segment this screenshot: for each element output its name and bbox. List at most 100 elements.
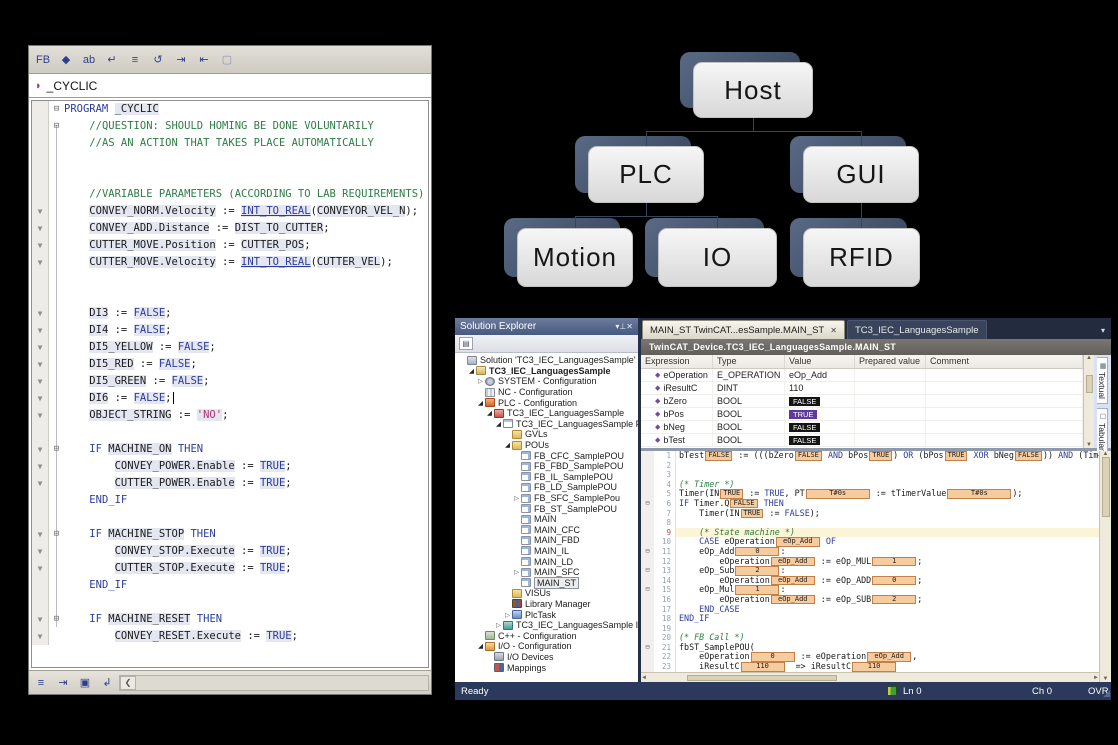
solution-explorer-titlebar[interactable]: Solution Explorer ▾⊥✕ <box>455 318 638 335</box>
scroll-up-icon[interactable]: ▲ <box>1086 355 1092 361</box>
watch-column-header[interactable]: Comment <box>926 355 1083 368</box>
view-list-icon[interactable]: ≡ <box>37 676 45 689</box>
window-position-icon[interactable]: ▾ <box>615 322 620 331</box>
tree-expander-icon[interactable]: ◢ <box>496 420 501 428</box>
code-line[interactable]: ▼ DI4 := FALSE; <box>32 322 428 339</box>
code-line[interactable]: ⊟ //QUESTION: SHOULD HOMING BE DONE VOLU… <box>32 118 428 135</box>
tree-expander-icon[interactable]: ◢ <box>505 442 510 450</box>
pin-icon[interactable]: ⊥ <box>619 322 627 331</box>
scroll-thumb[interactable] <box>686 674 837 681</box>
code-line[interactable]: ▼ DI3 := FALSE; <box>32 305 428 322</box>
tree-item-plc-configuration[interactable]: ◢PLC - Configuration <box>455 397 638 408</box>
tree-item-tc3-iec-languagessample-project[interactable]: ◢TC3_IEC_LanguagesSample Project <box>455 419 638 430</box>
tab-close-icon[interactable]: ✕ <box>830 325 837 335</box>
fold-toggle-icon[interactable]: ⊟ <box>53 121 60 131</box>
code-line[interactable] <box>32 509 428 526</box>
fold-toggle-icon[interactable]: ⊟ <box>641 546 654 557</box>
tree-item-i-o-configuration[interactable]: ◢I/O - Configuration <box>455 641 638 652</box>
view-wrap-icon[interactable]: ↲ <box>102 677 112 689</box>
code-line[interactable]: ▼ DI5_YELLOW := FALSE; <box>32 339 428 356</box>
tree-item-main-sfc[interactable]: ▷MAIN_SFC <box>455 567 638 578</box>
code-line[interactable]: END_IF <box>32 492 428 509</box>
code-line[interactable]: ▼⊟ IF MACHINE_ON THEN <box>32 441 428 458</box>
tree-item-fb-il-samplepou[interactable]: FB_IL_SamplePOU <box>455 472 638 483</box>
tree-expander-icon[interactable]: ▷ <box>478 378 483 386</box>
tree-expander-icon[interactable]: ▷ <box>496 622 501 630</box>
code-line[interactable] <box>32 288 428 305</box>
indent-right-icon[interactable]: ⇥ <box>176 54 186 66</box>
horizontal-scrollbar[interactable]: ❮ <box>119 674 429 691</box>
scroll-down-icon[interactable]: ▼ <box>1086 442 1092 448</box>
code-line[interactable]: ▼ CONVEY_POWER.Enable := TRUE; <box>32 458 428 475</box>
tree-item-tc3-iec-languagessample[interactable]: ◢TC3_IEC_LanguagesSample <box>455 408 638 419</box>
scroll-thumb[interactable] <box>1101 457 1110 517</box>
indent-left-icon[interactable]: ⇤ <box>199 54 209 66</box>
code-line[interactable]: ▼ CONVEY_ADD.Distance := DIST_TO_CUTTER; <box>32 220 428 237</box>
tree-item-c-configuration[interactable]: C++ - Configuration <box>455 630 638 641</box>
code-line[interactable]: ▼ CUTTER_POWER.Enable := TRUE; <box>32 475 428 492</box>
code-line[interactable]: ▼ CONVEY_STOP.Execute := TRUE; <box>32 543 428 560</box>
scroll-left-icon[interactable]: ❮ <box>120 675 136 690</box>
code-line[interactable]: ▼ CONVEY_RESET.Execute := TRUE; <box>32 628 428 645</box>
tree-item-gvls[interactable]: GVLs <box>455 429 638 440</box>
code-line[interactable]: ▼⊟ IF MACHINE_STOP THEN <box>32 526 428 543</box>
tree-expander-icon[interactable]: ◢ <box>469 367 474 375</box>
code-vertical-scrollbar[interactable]: ▲ ▼ <box>1099 451 1111 682</box>
scroll-right-icon[interactable]: ► <box>1093 674 1099 681</box>
tree-item-solution-tc3-iec-languagessample-1-proje[interactable]: Solution 'TC3_IEC_LanguagesSample' (1 pr… <box>455 355 638 366</box>
fb-block-icon[interactable]: FB <box>35 53 51 66</box>
tab-main-st[interactable]: MAIN_ST TwinCAT...esSample.MAIN_ST ✕ <box>642 320 845 339</box>
scroll-thumb[interactable] <box>1085 375 1093 393</box>
fold-toggle-icon[interactable]: ⊟ <box>53 614 60 624</box>
watch-column-header[interactable]: Type <box>713 355 785 368</box>
fold-toggle-icon[interactable]: ⊟ <box>53 529 60 539</box>
view-indent-icon[interactable]: ⇥ <box>58 677 68 689</box>
tree-expander-icon[interactable]: ▷ <box>505 611 510 619</box>
tree-item-library-manager[interactable]: Library Manager <box>455 599 638 610</box>
code-line[interactable]: //AS AN ACTION THAT TAKES PLACE AUTOMATI… <box>32 135 428 152</box>
tree-expander-icon[interactable]: ◢ <box>487 410 492 418</box>
watch-column-header[interactable]: Prepared value <box>855 355 926 368</box>
tree-expander-icon[interactable]: ▷ <box>514 495 519 503</box>
st-code-line[interactable]: 4(* Timer *) <box>641 479 1099 490</box>
tree-item-i-o-devices[interactable]: I/O Devices <box>455 652 638 663</box>
code-line[interactable]: ▼ CONVEY_NORM.Velocity := INT_TO_REAL(CO… <box>32 203 428 220</box>
watch-vertical-scrollbar[interactable]: ▲ ▼ <box>1083 355 1094 448</box>
tab-overflow-icon[interactable]: ▾ <box>1100 326 1105 335</box>
watch-column-header[interactable]: Value <box>785 355 855 368</box>
code-line[interactable]: ▼⊟ IF MACHINE_RESET THEN <box>32 611 428 628</box>
code-line[interactable] <box>32 152 428 169</box>
st-code-line[interactable]: 2 <box>641 460 1099 471</box>
code-line[interactable] <box>32 169 428 186</box>
tree-item-mappings[interactable]: Mappings <box>455 662 638 673</box>
code-line[interactable]: ▼ CUTTER_STOP.Execute := TRUE; <box>32 560 428 577</box>
tree-item-nc-configuration[interactable]: NC - Configuration <box>455 387 638 398</box>
tree-item-tc3-iec-languagessample-instance[interactable]: ▷TC3_IEC_LanguagesSample Instance <box>455 620 638 631</box>
resize-grip[interactable]: ◢ <box>1103 688 1110 698</box>
fold-toggle-icon[interactable]: ⊟ <box>641 498 654 509</box>
tree-item-visus[interactable]: VISUs <box>455 588 638 599</box>
code-line[interactable] <box>32 594 428 611</box>
code-line[interactable]: END_IF <box>32 577 428 594</box>
view-grid-icon[interactable]: ▣ <box>79 677 91 689</box>
st-code-line[interactable]: 17 END_CASE <box>641 604 1099 615</box>
code-line[interactable]: ▼ DI5_GREEN := FALSE; <box>32 373 428 390</box>
tree-item-plctask[interactable]: ▷PlcTask <box>455 609 638 620</box>
code-line[interactable]: ⊟PROGRAM _CYCLIC <box>32 101 428 118</box>
watch-column-header[interactable]: Expression <box>641 355 713 368</box>
doc-disabled-icon[interactable]: ▢ <box>221 54 233 66</box>
st-code-line[interactable]: 9 (* State machine *) <box>641 527 1099 538</box>
properties-icon[interactable]: ▤ <box>459 337 473 350</box>
